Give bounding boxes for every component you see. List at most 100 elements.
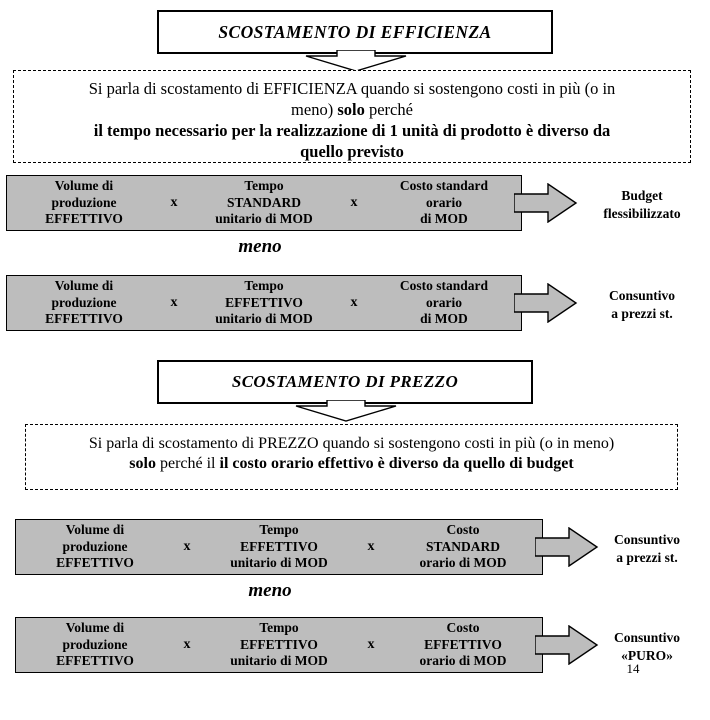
right-arrow-icon-4	[534, 624, 599, 666]
cell-line: EFFETTIVO	[45, 311, 123, 327]
description-box-prezzo: Si parla di scostamento di PREZZO quando…	[25, 424, 678, 490]
cell-line: produzione	[62, 538, 128, 554]
formula-cell-1-3: Costo standard orario di MOD	[367, 178, 521, 227]
description-line-3: il tempo necessario per la realizzazione…	[93, 121, 611, 141]
cell-line: Volume di	[65, 620, 125, 636]
formula-box-4: Volume di produzione EFFETTIVO x Tempo E…	[15, 617, 543, 673]
separator-meno-2: meno	[248, 580, 292, 601]
cell-line: EFFETTIVO	[424, 636, 502, 652]
operator-multiply: x	[170, 195, 178, 210]
formula-cell-2-1: Volume di produzione EFFETTIVO	[7, 278, 161, 327]
cell-line: EFFETTIVO	[56, 653, 134, 669]
cell-line: produzione	[51, 294, 117, 310]
formula-cell-4-3: Costo EFFETTIVO orario di MOD	[384, 620, 542, 669]
cell-line: EFFETTIVO	[240, 636, 318, 652]
cell-line: STANDARD	[425, 538, 500, 554]
cell-line: Costo	[446, 620, 480, 636]
operator-multiply: x	[367, 637, 375, 652]
cell-line: produzione	[62, 636, 128, 652]
description-line-2-post: perché	[364, 100, 413, 120]
formula-box-1: Volume di produzione EFFETTIVO x Tempo S…	[6, 175, 522, 231]
formula-cell-3-1: Volume di produzione EFFETTIVO	[16, 522, 174, 571]
formula-box-2: Volume di produzione EFFETTIVO x Tempo E…	[6, 275, 522, 331]
cell-line: Tempo	[259, 620, 299, 636]
cell-line: STANDARD	[226, 194, 301, 210]
section-title-text: SCOSTAMENTO DI PREZZO	[231, 372, 459, 391]
cell-line: Volume di	[65, 522, 125, 538]
section-title-prezzo: SCOSTAMENTO DI PREZZO	[157, 360, 533, 404]
cell-line: Volume di	[54, 278, 114, 294]
row-label-line: flessibilizzato	[603, 205, 681, 221]
down-arrow-icon-efficienza	[246, 49, 466, 72]
cell-line: produzione	[51, 194, 117, 210]
cell-line: Costo	[446, 522, 480, 538]
formula-cell-4-1: Volume di produzione EFFETTIVO	[16, 620, 174, 669]
page-number: 14	[626, 661, 640, 676]
formula-row-2: Volume di produzione EFFETTIVO x Tempo E…	[6, 275, 675, 331]
operator-multiply: x	[367, 539, 375, 554]
formula-row-4: Volume di produzione EFFETTIVO x Tempo E…	[15, 617, 680, 673]
cell-line: unitario di MOD	[215, 211, 313, 227]
row-label-line: «PURO»	[621, 647, 673, 663]
formula-cell-4-2: Tempo EFFETTIVO unitario di MOD	[200, 620, 358, 669]
formula-cell-2-2: Tempo EFFETTIVO unitario di MOD	[187, 278, 341, 327]
operator-multiply: x	[170, 295, 178, 310]
cell-line: Volume di	[54, 178, 114, 194]
cell-line: orario	[426, 194, 462, 210]
row-label-line: Consuntivo	[608, 288, 676, 303]
cell-line: EFFETTIVO	[56, 555, 134, 571]
formula-row-1: Volume di produzione EFFETTIVO x Tempo S…	[6, 175, 681, 231]
right-arrow-icon-1	[513, 182, 578, 224]
cell-line: Tempo	[244, 278, 284, 294]
operator-multiply: x	[350, 195, 358, 210]
cell-line: unitario di MOD	[215, 311, 313, 327]
cell-line: Tempo	[259, 522, 299, 538]
description-line-1: Si parla di scostamento di PREZZO quando…	[88, 435, 615, 452]
row-label-2: Consuntivo a prezzi st.	[578, 287, 706, 322]
row-label-line: a prezzi st.	[611, 305, 673, 321]
description-line-1: Si parla di scostamento di EFFICIENZA qu…	[14, 78, 690, 99]
description-line-2-pre: meno)	[291, 100, 338, 120]
separator-meno-1: meno	[238, 236, 282, 257]
description-box-efficienza: Si parla di scostamento di EFFICIENZA qu…	[13, 70, 691, 163]
cell-line: unitario di MOD	[230, 555, 328, 571]
description-line-2-mid: perché il	[155, 455, 220, 473]
description-line-2-bold-pre: solo	[129, 455, 156, 473]
formula-cell-1-1: Volume di produzione EFFETTIVO	[7, 178, 161, 227]
formula-cell-3-2: Tempo EFFETTIVO unitario di MOD	[200, 522, 358, 571]
row-label-line: a prezzi st.	[616, 549, 678, 565]
cell-line: orario di MOD	[419, 653, 507, 669]
cell-line: Costo standard	[399, 178, 489, 194]
operator-multiply: x	[350, 295, 358, 310]
cell-line: di MOD	[420, 211, 468, 227]
cell-line: di MOD	[420, 311, 468, 327]
description-line-1-text: Si parla di scostamento di EFFICIENZA qu…	[88, 79, 616, 98]
description-line-2: solo perché il il costo orario effettivo…	[26, 454, 677, 474]
cell-line: Costo standard	[399, 278, 489, 294]
row-label-line: Consuntivo	[613, 532, 681, 547]
cell-line: orario	[426, 294, 462, 310]
section-title-efficienza: SCOSTAMENTO DI EFFICIENZA	[157, 10, 553, 54]
cell-line: EFFETTIVO	[225, 294, 303, 310]
section-title-text: SCOSTAMENTO DI EFFICIENZA	[218, 21, 492, 42]
row-label-line: Consuntivo	[613, 630, 681, 645]
right-arrow-icon-2	[513, 282, 578, 324]
down-arrow-icon-prezzo	[246, 399, 466, 422]
formula-cell-3-3: Costo STANDARD orario di MOD	[384, 522, 542, 571]
right-arrow-icon-3	[534, 526, 599, 568]
description-line-4: quello previsto	[300, 142, 404, 162]
cell-line: orario di MOD	[419, 555, 507, 571]
description-line-2-bold-post: il costo orario effettivo è diverso da q…	[219, 455, 574, 473]
operator-multiply: x	[183, 637, 191, 652]
cell-line: EFFETTIVO	[240, 538, 318, 554]
formula-box-3: Volume di produzione EFFETTIVO x Tempo E…	[15, 519, 543, 575]
cell-line: Tempo	[244, 178, 284, 194]
cell-line: EFFETTIVO	[45, 211, 123, 227]
formula-cell-2-3: Costo standard orario di MOD	[367, 278, 521, 327]
cell-line: unitario di MOD	[230, 653, 328, 669]
row-label-3: Consuntivo a prezzi st.	[583, 531, 710, 566]
row-label-4: Consuntivo «PURO»	[583, 629, 710, 664]
formula-cell-1-2: Tempo STANDARD unitario di MOD	[187, 178, 341, 227]
row-label-1: Budget flessibilizzato	[578, 187, 706, 222]
formula-row-3: Volume di produzione EFFETTIVO x Tempo E…	[15, 519, 680, 575]
